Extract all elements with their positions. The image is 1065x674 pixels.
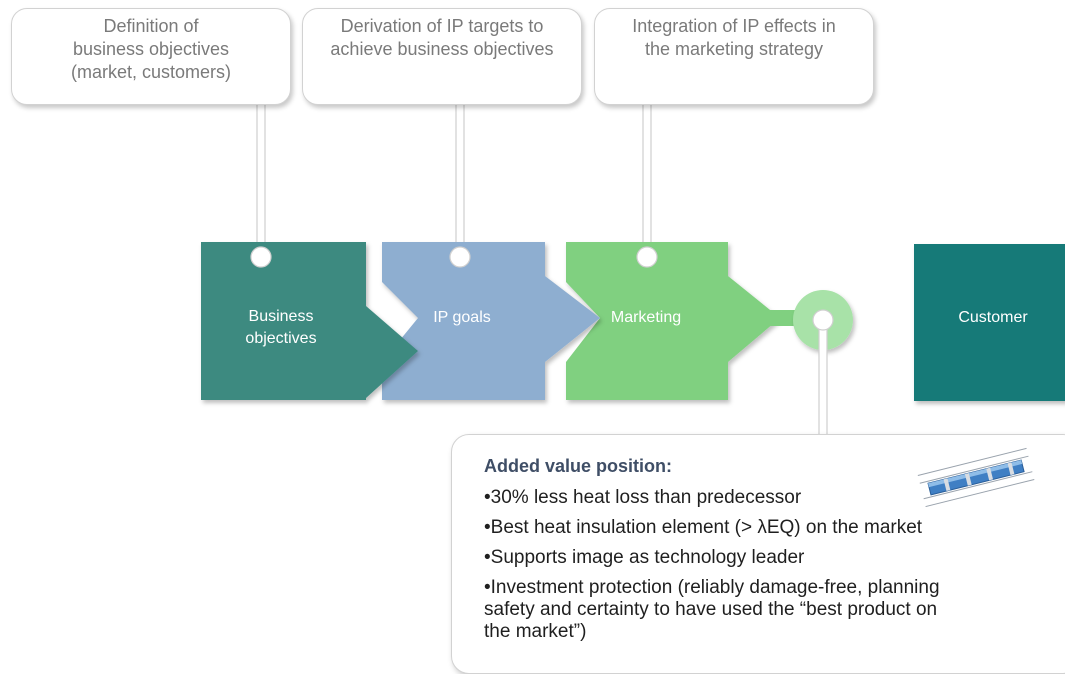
top-box-line: Integration of IP effects in bbox=[632, 16, 836, 36]
bullet-line: the market”) bbox=[484, 621, 587, 642]
added-value-bullet: •Investment protection (reliably damage-… bbox=[484, 577, 1065, 643]
added-value-title: Added value position: bbox=[484, 456, 673, 476]
added-value-bullet: •Best heat insulation element (> λEQ) on… bbox=[484, 517, 1065, 539]
block-label-customer: Customer bbox=[914, 307, 1065, 329]
bullet-line: •Supports image as technology leader bbox=[484, 547, 805, 568]
top-box-line: the marketing strategy bbox=[644, 39, 824, 59]
block-label-line: Customer bbox=[958, 309, 1028, 326]
block-label-line: Marketing bbox=[610, 309, 682, 326]
block-label-line: IP goals bbox=[433, 309, 491, 326]
customer-block bbox=[914, 244, 1065, 401]
insulation-element-image bbox=[917, 447, 1035, 507]
business-objectives-block bbox=[201, 242, 418, 400]
bullet-line: safety and certainty to have used the “b… bbox=[484, 599, 938, 620]
bullet-line: •Best heat insulation element (> λEQ) on… bbox=[484, 517, 923, 538]
top-box-line: business objectives bbox=[72, 39, 230, 59]
connector-line-1 bbox=[256, 103, 266, 257]
top-box-marketing: Integration of IP effects in the marketi… bbox=[594, 8, 874, 105]
connector-dot-1 bbox=[250, 246, 272, 268]
bullet-line: •Investment protection (reliably damage-… bbox=[484, 577, 940, 598]
bullet-line: •30% less heat loss than predecessor bbox=[484, 487, 802, 508]
top-box-business: Definition of business objectives (marke… bbox=[11, 8, 291, 105]
connector-dot-2 bbox=[449, 246, 471, 268]
block-label-marketing: Marketing bbox=[566, 307, 726, 329]
block-label-ip-goals: IP goals bbox=[382, 307, 542, 329]
connector-line-2 bbox=[455, 103, 465, 257]
added-value-box: Added value position: •30% less heat los… bbox=[451, 434, 1065, 674]
added-value-bullet: •30% less heat loss than predecessor bbox=[484, 487, 1065, 509]
top-box-ip: Derivation of IP targets to achieve busi… bbox=[302, 8, 582, 105]
block-label-line: Business bbox=[248, 308, 314, 325]
block-label-business-objectives: Business objectives bbox=[201, 306, 361, 350]
top-box-line: Definition of bbox=[103, 16, 199, 36]
top-box-line: (market, customers) bbox=[70, 62, 232, 82]
connector-dot-3 bbox=[636, 246, 658, 268]
ip-goals-block bbox=[382, 242, 600, 400]
top-box-line: achieve business objectives bbox=[330, 39, 554, 59]
block-label-line: objectives bbox=[245, 330, 317, 347]
connector-line-4 bbox=[818, 319, 828, 439]
top-box-line: Derivation of IP targets to bbox=[340, 16, 544, 36]
added-value-bullet: •Supports image as technology leader bbox=[484, 547, 1065, 569]
marketing-block bbox=[566, 242, 780, 400]
connector-line-3 bbox=[642, 103, 652, 257]
connector-dot-4 bbox=[812, 309, 834, 331]
